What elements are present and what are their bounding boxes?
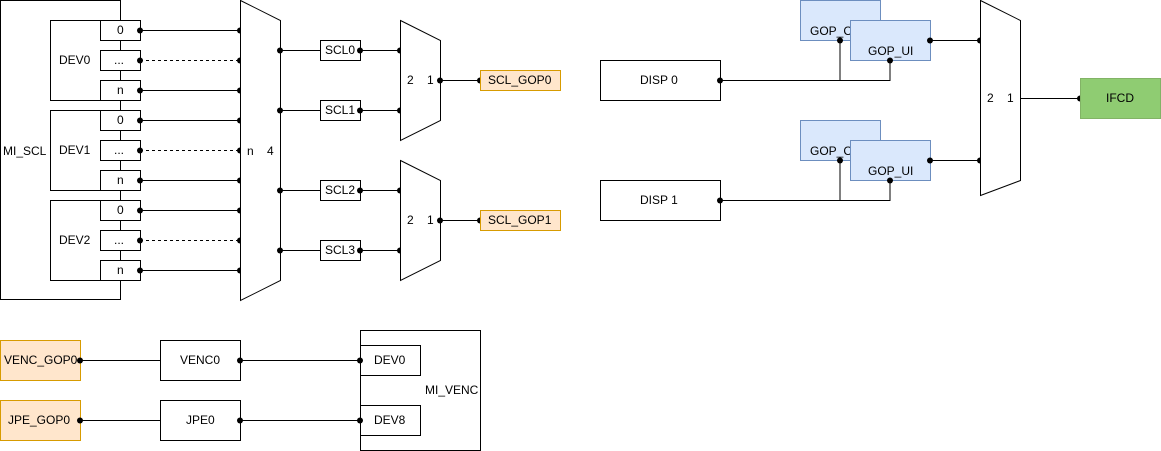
dev1-label: DEV1 <box>59 143 91 157</box>
venc-dev0-label: DEV0 <box>374 353 406 367</box>
mux-n-to-4 <box>240 0 281 302</box>
disp1-gop-ui-box <box>850 140 931 181</box>
scl3-label: SCL3 <box>325 243 355 257</box>
scl-gop0-box <box>480 70 561 91</box>
jpe-gop0-label: JPE_GOP0 <box>8 413 70 427</box>
ifcd-label: IFCD <box>1106 91 1134 105</box>
mux-gop0 <box>400 19 441 142</box>
disp1-label: DISP 1 <box>640 193 678 207</box>
mi-scl-label: MI_SCL <box>3 144 47 158</box>
mux-gop0-in-label: 2 <box>407 73 414 87</box>
scl-gop1-box <box>480 210 561 231</box>
venc-gop0-label: VENC_GOP0 <box>4 353 78 367</box>
dev-to-mux-wires <box>140 30 240 271</box>
mux-gop0-out-label: 1 <box>427 73 434 87</box>
mux-disp <box>980 0 1021 197</box>
mux-gop1 <box>400 159 441 282</box>
scl-gop1-label: SCL_GOP1 <box>488 213 552 227</box>
mux-disp-out-label: 1 <box>1007 91 1014 105</box>
mux-gop1-in-label: 2 <box>407 213 414 227</box>
dev0-port-ellipsis-label: ... <box>114 53 124 67</box>
venc-wires <box>77 357 363 424</box>
disp0-box <box>600 60 721 101</box>
disp0-label: DISP 0 <box>640 73 678 87</box>
venc-gop0-box <box>0 340 81 381</box>
disp1-gop-ui-label: GOP_UI <box>868 164 913 178</box>
mux-gop1-out-label: 1 <box>427 213 434 227</box>
scl1-label: SCL1 <box>325 103 355 117</box>
mux-n-input-label: n <box>247 144 254 158</box>
dev0-port-0-label: 0 <box>117 23 124 37</box>
dev1-port-n-label: n <box>117 173 124 187</box>
mi-venc-label: MI_VENC <box>425 383 479 397</box>
ifcd-box <box>1080 78 1161 119</box>
dev2-port-ellipsis-label: ... <box>114 233 124 247</box>
mux-to-scl-wires <box>277 47 320 254</box>
dev2-port-n-label: n <box>117 263 124 277</box>
dev0-port-n-label: n <box>117 83 124 97</box>
venc-dev0-box <box>360 345 421 376</box>
jpe0-label: JPE0 <box>186 413 215 427</box>
dev2-port-0-label: 0 <box>117 203 124 217</box>
mux-4-output-label: 4 <box>267 144 274 158</box>
dev0-label: DEV0 <box>59 53 91 67</box>
scl2-label: SCL2 <box>325 183 355 197</box>
dev2-label: DEV2 <box>59 233 91 247</box>
disp1-box <box>600 180 721 221</box>
scl0-label: SCL0 <box>325 43 355 57</box>
scl-gop0-label: SCL_GOP0 <box>488 73 552 87</box>
mux-disp-in-label: 2 <box>987 91 994 105</box>
disp0-gop-ui-label: GOP_UI <box>868 44 913 58</box>
venc0-label: VENC0 <box>180 353 220 367</box>
dev1-port-0-label: 0 <box>117 113 124 127</box>
venc-dev8-box <box>360 405 421 436</box>
dev1-port-ellipsis-label: ... <box>114 143 124 157</box>
venc0-box <box>160 340 241 381</box>
scl-to-gop-mux-wires <box>357 47 403 254</box>
venc-dev8-label: DEV8 <box>374 413 406 427</box>
